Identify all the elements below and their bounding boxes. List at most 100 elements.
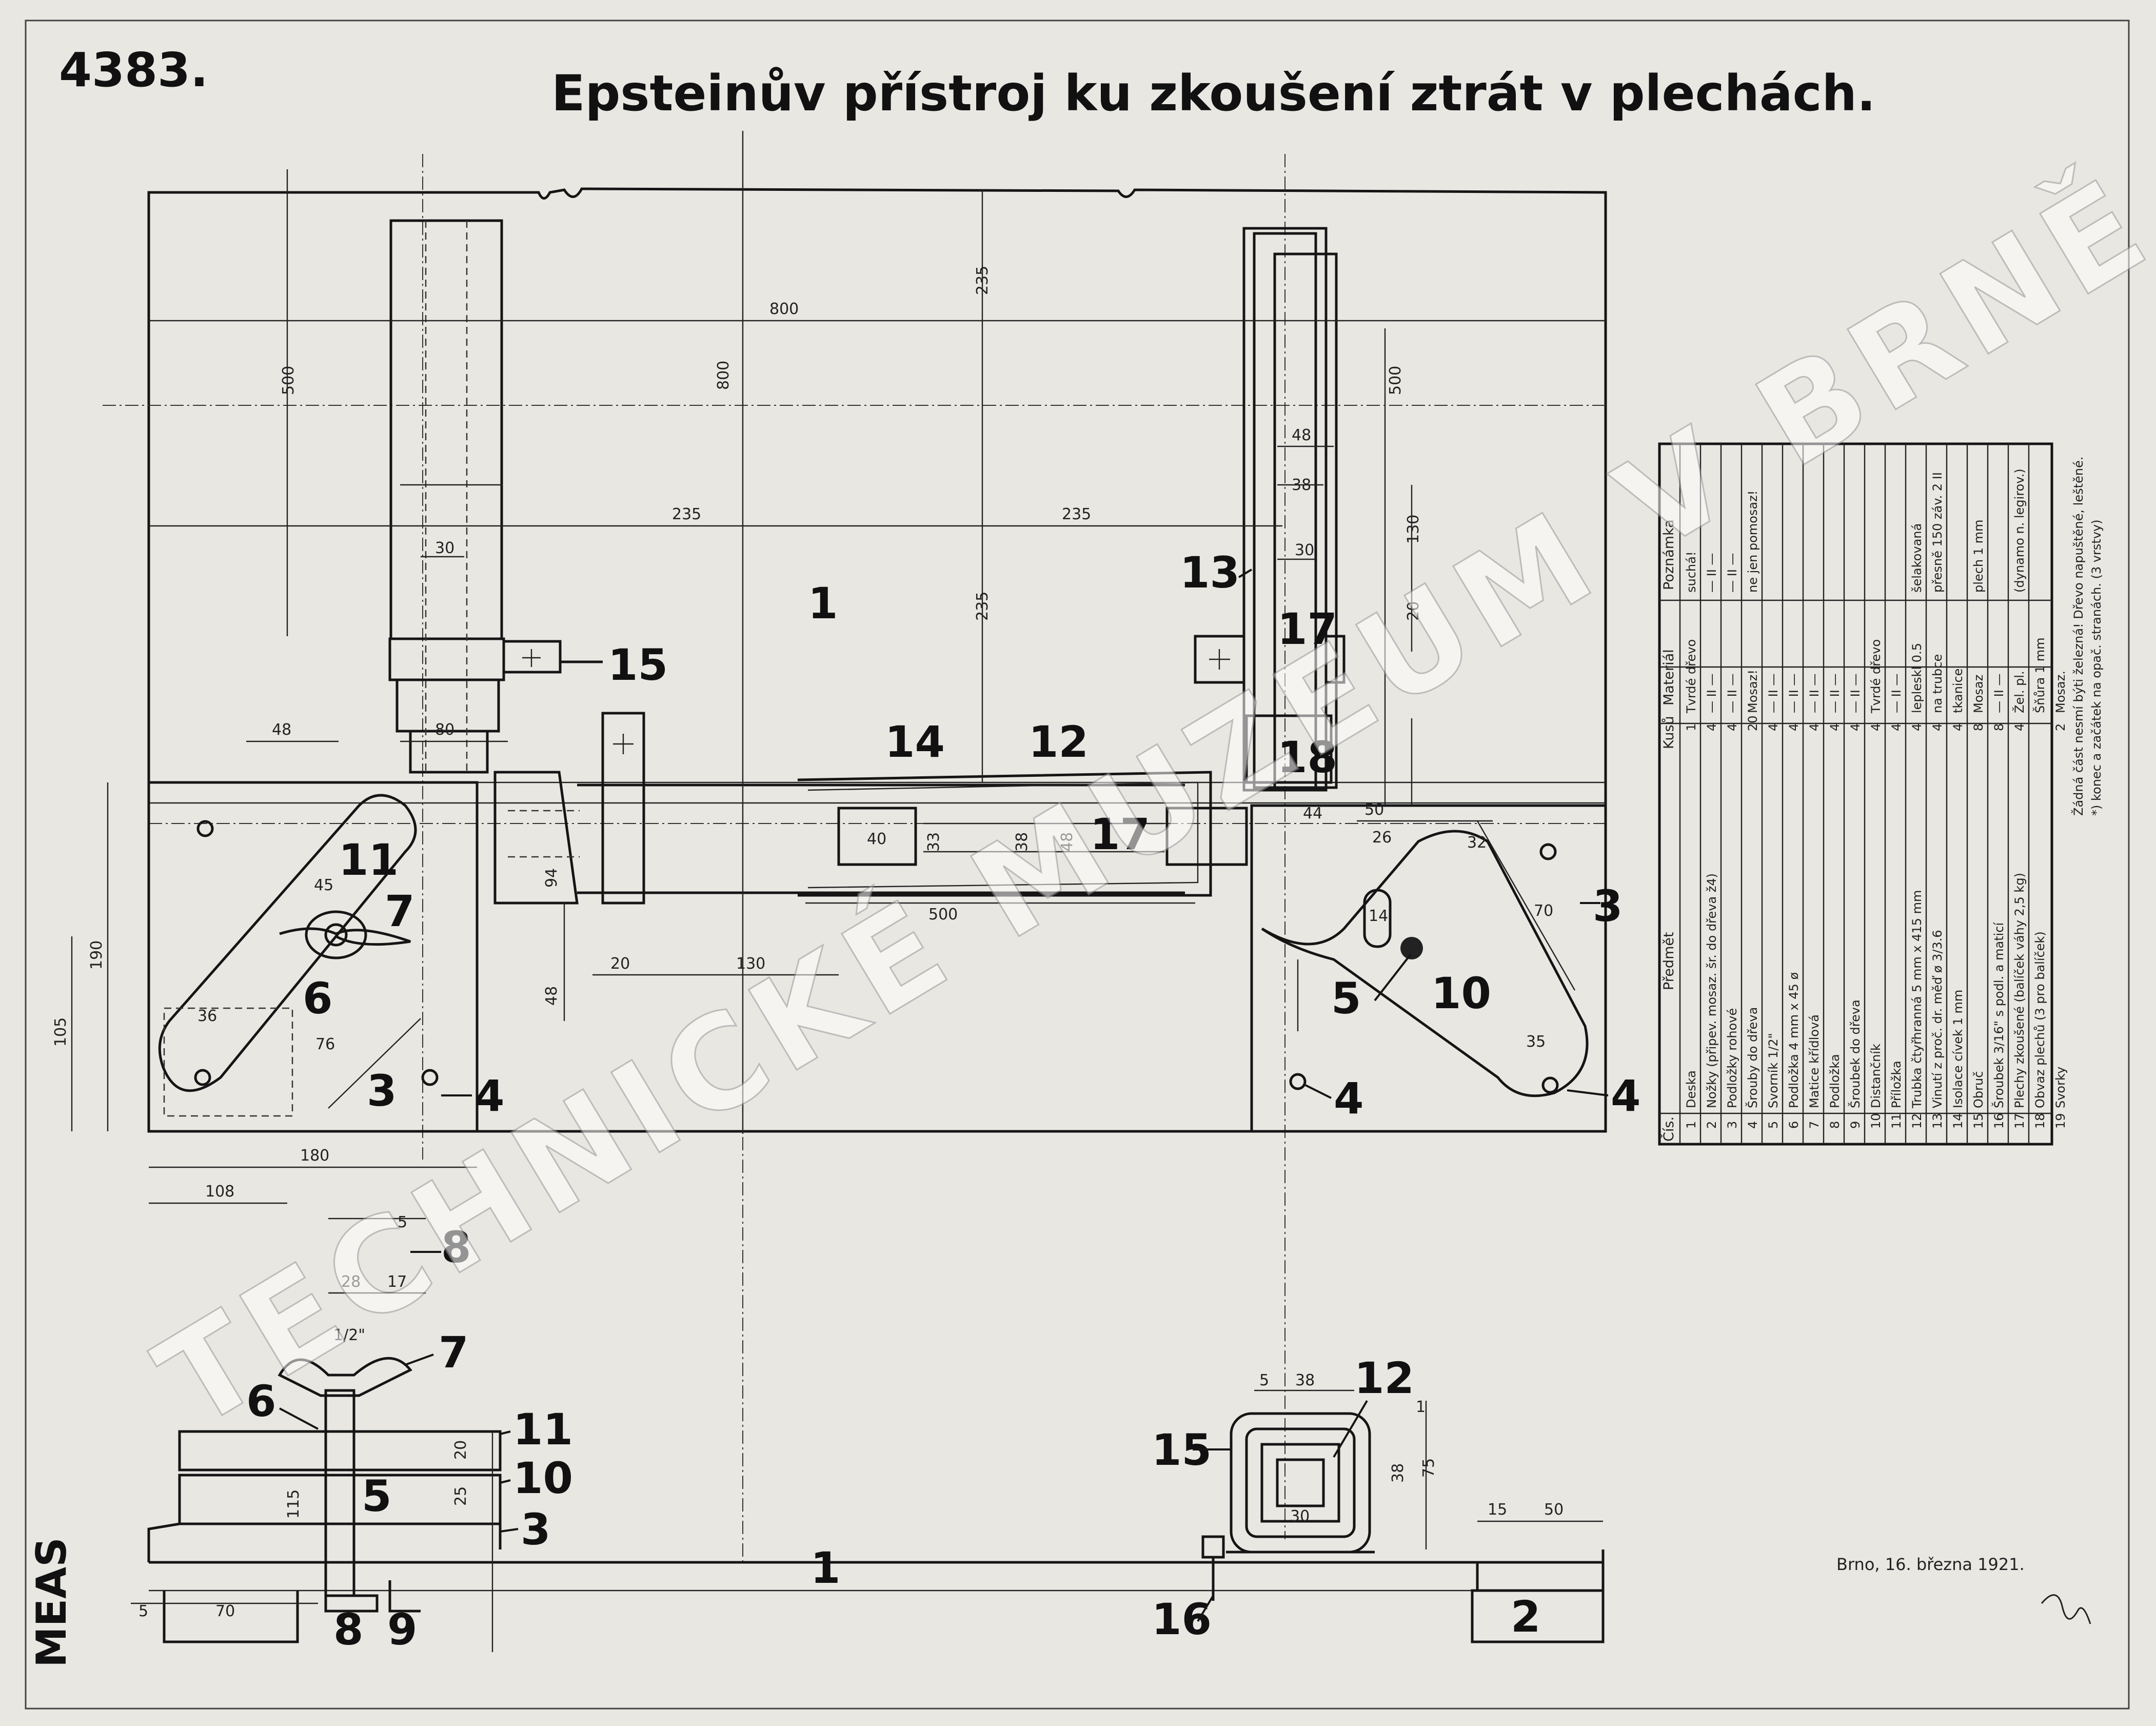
svg-text:94: 94 (543, 868, 561, 888)
svg-text:45: 45 (314, 876, 333, 894)
meas-stamp: MEAS (28, 1537, 75, 1668)
callout-3c: 3 (521, 1504, 550, 1555)
svg-text:130: 130 (1405, 515, 1422, 544)
svg-text:70: 70 (215, 1602, 235, 1620)
callout-5: 5 (1331, 973, 1361, 1024)
svg-text:9: 9 (1848, 1121, 1863, 1129)
callout-6: 6 (303, 973, 332, 1024)
svg-text:Plechy zkoušené (balíček váhy: Plechy zkoušené (balíček váhy 2,5 kg) (2012, 873, 2027, 1108)
svg-text:lepleskl 0.5: lepleskl 0.5 (1910, 643, 1924, 713)
svg-text:— II —: — II — (1725, 553, 1739, 593)
svg-text:ne jen pomosaz!: ne jen pomosaz! (1746, 491, 1760, 593)
svg-text:7: 7 (1807, 1121, 1822, 1129)
callout-11: 11 (339, 835, 399, 885)
sheet-frame (25, 19, 2130, 1710)
parts-list-table: Čís. Předmět Kusů Materiál Poznámka 1Des… (1658, 442, 2104, 1146)
svg-text:4: 4 (1951, 723, 1965, 731)
svg-text:Matice křídlová: Matice křídlová (1807, 1014, 1822, 1108)
svg-text:Poznámka: Poznámka (1661, 519, 1677, 590)
callout-13: 13 (1180, 547, 1240, 598)
svg-text:20: 20 (610, 955, 630, 973)
svg-text:20: 20 (452, 1440, 470, 1460)
svg-text:5: 5 (139, 1602, 148, 1620)
callout-8: 8 (441, 1222, 471, 1272)
section-dimension-texts: 28 17 5 1/2" 115 20 25 70 5 5 38 30 75 3… (139, 1213, 1564, 1620)
svg-text:Šňůra 1 mm: Šňůra 1 mm (2032, 637, 2047, 713)
svg-text:20: 20 (1746, 715, 1760, 731)
svg-text:35: 35 (1526, 1033, 1546, 1051)
svg-text:30: 30 (1290, 1507, 1310, 1525)
svg-text:30: 30 (1295, 541, 1314, 559)
svg-text:Svorky: Svorky (2053, 1067, 2068, 1108)
svg-text:na trubce: na trubce (1930, 654, 1945, 713)
callout-3: 3 (367, 1066, 397, 1116)
svg-text:15: 15 (1971, 1113, 1986, 1129)
svg-text:přesně 150 záv. 2 II: přesně 150 záv. 2 II (1930, 472, 1945, 593)
drawing-number: 4383. (59, 43, 208, 97)
svg-text:Mosaz!: Mosaz! (1746, 670, 1760, 713)
svg-text:1: 1 (1684, 723, 1698, 731)
svg-text:Příložka: Příložka (1889, 1061, 1904, 1108)
svg-text:— II —: — II — (1807, 674, 1822, 713)
svg-text:75: 75 (1420, 1458, 1438, 1478)
svg-text:13: 13 (1930, 1113, 1945, 1129)
svg-text:Tvrdé dřevo: Tvrdé dřevo (1869, 639, 1883, 714)
svg-text:15: 15 (1488, 1501, 1507, 1519)
svg-text:8: 8 (1828, 1121, 1842, 1129)
svg-text:— II —: — II — (1848, 674, 1863, 713)
svg-text:32: 32 (1467, 834, 1487, 852)
svg-text:4: 4 (1746, 1121, 1760, 1129)
svg-text:500: 500 (928, 906, 958, 924)
svg-text:6: 6 (1787, 1121, 1801, 1129)
svg-text:Mosaz: Mosaz (1971, 675, 1986, 713)
svg-text:Distančník: Distančník (1869, 1044, 1883, 1108)
svg-text:33: 33 (925, 832, 943, 852)
svg-text:5: 5 (1259, 1371, 1269, 1389)
svg-text:Žádná část nesmí býti železná!: Žádná část nesmí býti železná! Dřevo nap… (2071, 457, 2086, 816)
svg-text:180: 180 (300, 1147, 329, 1165)
svg-text:17: 17 (387, 1273, 407, 1291)
svg-text:800: 800 (715, 361, 733, 390)
svg-text:4: 4 (1787, 723, 1801, 731)
callout-4: 4 (474, 1071, 504, 1121)
svg-text:šelakovaná: šelakovaná (1910, 523, 1924, 593)
svg-text:(dynamo n. legirov.): (dynamo n. legirov.) (2012, 468, 2027, 593)
svg-text:18: 18 (2033, 1113, 2047, 1129)
svg-text:14: 14 (1951, 1113, 1965, 1129)
svg-text:30: 30 (435, 539, 454, 557)
svg-text:4: 4 (1705, 723, 1719, 731)
svg-text:48: 48 (1292, 426, 1311, 444)
svg-text:Materiál: Materiál (1661, 649, 1677, 705)
callout-1: 1 (808, 578, 838, 629)
callout-5b: 5 (362, 1471, 391, 1521)
section-dimension-lines (131, 1218, 1603, 1652)
callout-6b: 6 (246, 1376, 276, 1426)
svg-text:4: 4 (1766, 723, 1781, 731)
svg-text:50: 50 (1544, 1501, 1564, 1519)
svg-text:14: 14 (1369, 907, 1388, 925)
svg-text:1: 1 (1416, 1398, 1426, 1416)
callout-7: 7 (385, 886, 414, 936)
callout-4b: 4 (1334, 1073, 1363, 1124)
svg-text:Obvaz plechů (3 pro balíček): Obvaz plechů (3 pro balíček) (2033, 931, 2047, 1108)
svg-text:Podložka 4 mm x 45 ø: Podložka 4 mm x 45 ø (1787, 972, 1801, 1108)
svg-text:500: 500 (280, 366, 298, 395)
callout-12b: 12 (1354, 1353, 1414, 1403)
svg-text:4: 4 (1725, 723, 1739, 731)
svg-text:48: 48 (272, 721, 291, 739)
svg-text:76: 76 (315, 1035, 335, 1053)
svg-text:38: 38 (1295, 1371, 1315, 1389)
svg-text:1/2": 1/2" (333, 1326, 365, 1344)
svg-text:16: 16 (1992, 1113, 2006, 1129)
svg-text:Žel. pl.: Žel. pl. (2012, 671, 2027, 713)
svg-text:2: 2 (2053, 723, 2068, 731)
svg-text:108: 108 (205, 1183, 234, 1201)
svg-text:Isolace cívek 1 mm: Isolace cívek 1 mm (1951, 990, 1965, 1108)
svg-text:48: 48 (543, 986, 561, 1006)
svg-text:8: 8 (1971, 723, 1986, 731)
svg-text:2: 2 (1705, 1121, 1719, 1129)
plan-dimension-texts: 800 800 500 500 235 235 235 235 48 38 30… (52, 266, 1553, 1201)
svg-text:4: 4 (1889, 723, 1904, 731)
